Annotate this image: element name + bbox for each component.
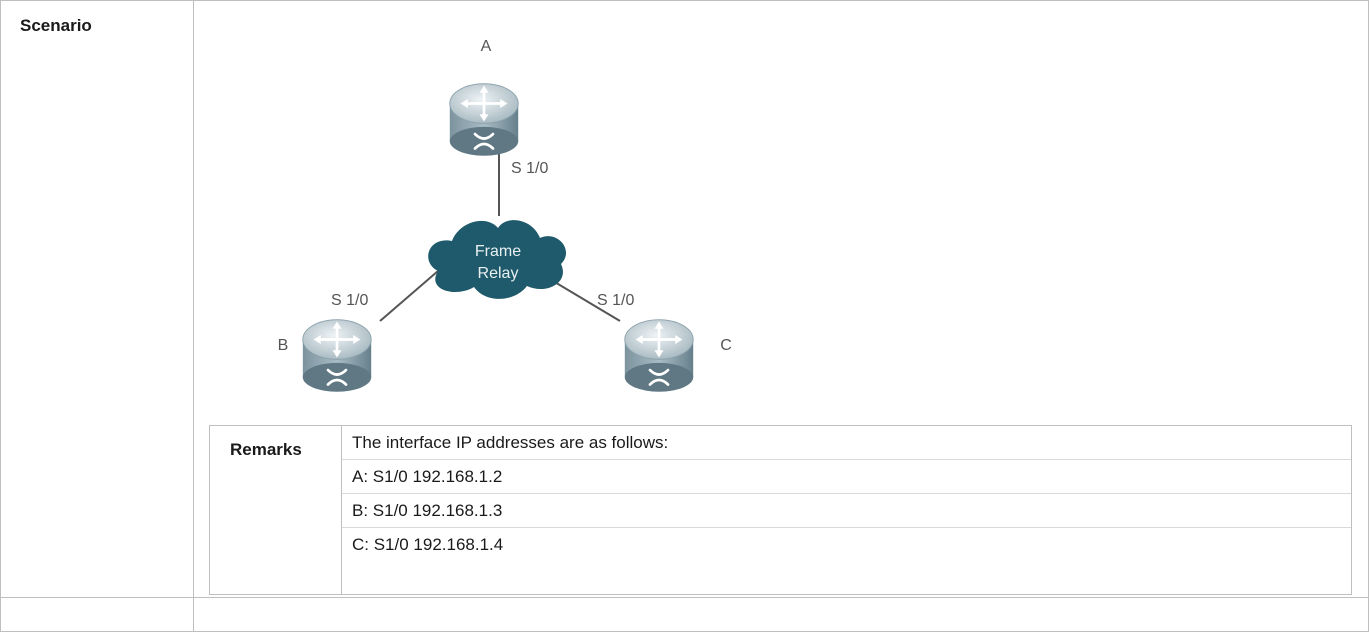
remarks-line-b: B: S1/0 192.168.1.3 <box>342 494 1351 528</box>
device-c-name: C <box>720 337 732 354</box>
network-topology-diagram: Frame Relay A B C S 1/0 S 1/0 S 1/0 <box>278 38 732 394</box>
remarks-line-c: C: S1/0 192.168.1.4 <box>352 535 504 554</box>
table-left-border <box>0 0 1 632</box>
device-b-name: B <box>278 337 289 354</box>
remarks-table: Remarks The interface IP addresses are a… <box>209 425 1352 595</box>
remarks-line-intro: The interface IP addresses are as follow… <box>342 426 1351 460</box>
router-b-icon <box>301 318 373 394</box>
frame-relay-cloud-icon: Frame Relay <box>428 220 567 299</box>
cloud-label-line-2: Relay <box>478 265 519 282</box>
link-b-cloud <box>379 270 439 322</box>
router-a-icon <box>448 82 520 158</box>
column-divider <box>193 0 194 632</box>
scenario-label: Scenario <box>20 16 92 35</box>
remarks-label: Remarks <box>230 440 302 459</box>
device-a-name: A <box>481 38 492 55</box>
row-divider <box>0 597 1369 598</box>
interface-c-label: S 1/0 <box>597 292 634 309</box>
table-top-border <box>0 0 1369 1</box>
remarks-line-a: A: S1/0 192.168.1.2 <box>342 460 1351 494</box>
router-c-icon <box>623 318 695 394</box>
remarks-label-cell: Remarks <box>210 426 342 594</box>
interface-b-label: S 1/0 <box>331 292 368 309</box>
cloud-label-line-1: Frame <box>475 243 521 260</box>
remarks-content-cell: The interface IP addresses are as follow… <box>342 426 1351 594</box>
interface-a-label: S 1/0 <box>511 160 548 177</box>
link-c-cloud <box>547 277 621 322</box>
